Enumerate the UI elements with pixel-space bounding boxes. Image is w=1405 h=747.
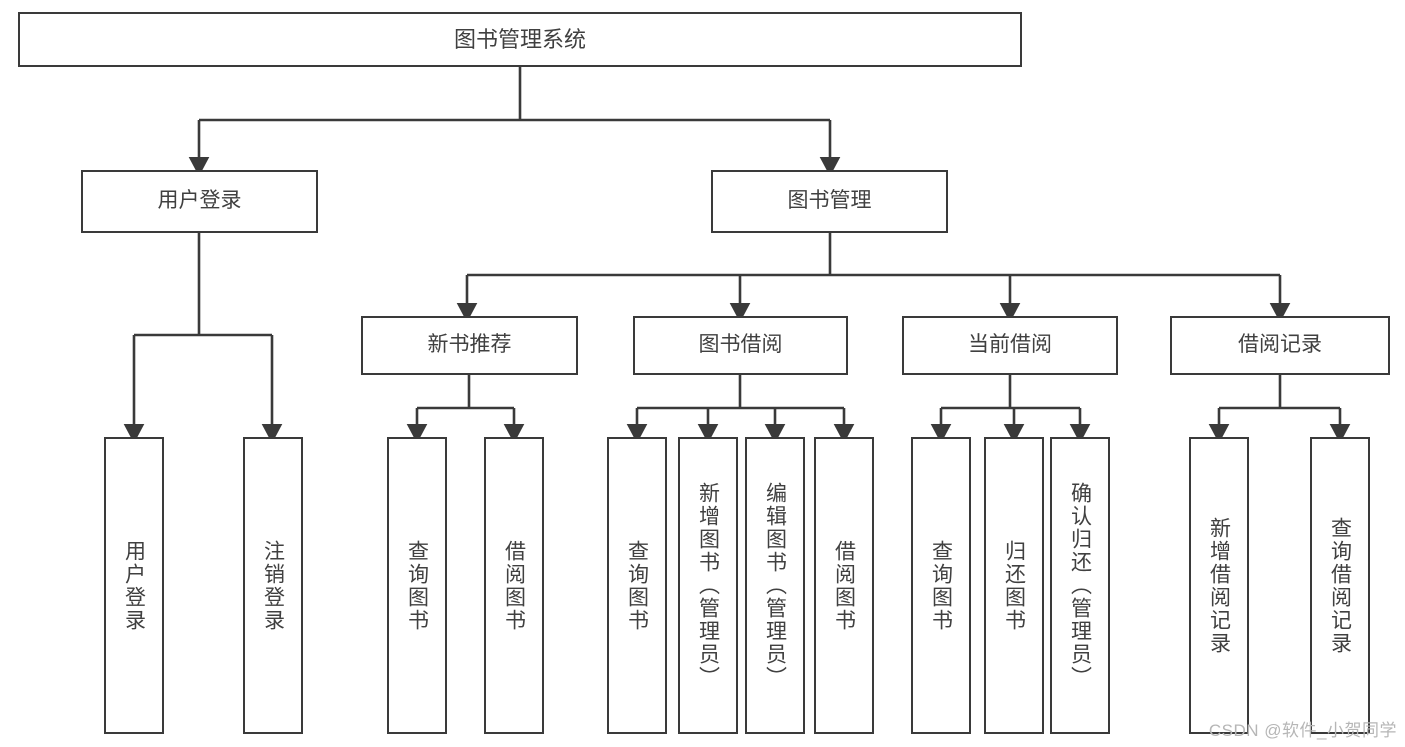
node-leaf-edit-book-label: 编辑图书（管理员）	[763, 482, 787, 689]
node-book-borrow[interactable]: 图书借阅	[633, 316, 848, 375]
node-leaf-edit-book[interactable]: 编辑图书（管理员）	[745, 437, 805, 734]
node-root-label: 图书管理系统	[453, 26, 586, 52]
node-leaf-query-book-3[interactable]: 查询图书	[911, 437, 971, 734]
node-leaf-borrow-book-1-label: 借阅图书	[502, 539, 526, 632]
node-leaf-user-logout[interactable]: 注销登录	[243, 437, 303, 734]
node-current-borrow-label: 当前借阅	[968, 333, 1052, 357]
node-book-management[interactable]: 图书管理	[711, 170, 948, 233]
node-leaf-add-borrow-record-label: 新增借阅记录	[1207, 516, 1231, 655]
node-book-borrow-label: 图书借阅	[698, 333, 783, 357]
node-leaf-return-book-label: 归还图书	[1002, 539, 1026, 632]
node-borrow-record[interactable]: 借阅记录	[1170, 316, 1390, 375]
node-leaf-borrow-book-1[interactable]: 借阅图书	[484, 437, 544, 734]
node-user-login-label: 用户登录	[157, 189, 242, 213]
node-leaf-query-book-1-label: 查询图书	[405, 539, 429, 632]
node-leaf-query-borrow-record[interactable]: 查询借阅记录	[1310, 437, 1370, 734]
node-new-book-recommend[interactable]: 新书推荐	[361, 316, 578, 375]
node-leaf-user-login[interactable]: 用户登录	[104, 437, 164, 734]
node-leaf-return-book[interactable]: 归还图书	[984, 437, 1044, 734]
node-leaf-user-login-label: 用户登录	[122, 539, 146, 632]
node-leaf-user-logout-label: 注销登录	[261, 539, 285, 632]
node-leaf-query-borrow-record-label: 查询借阅记录	[1328, 516, 1352, 655]
node-root[interactable]: 图书管理系统	[18, 12, 1022, 67]
node-leaf-query-book-2-label: 查询图书	[625, 539, 649, 632]
node-leaf-confirm-return-label: 确认归还（管理员）	[1068, 482, 1092, 689]
node-current-borrow[interactable]: 当前借阅	[902, 316, 1118, 375]
node-leaf-add-book[interactable]: 新增图书（管理员）	[678, 437, 738, 734]
node-leaf-borrow-book-2[interactable]: 借阅图书	[814, 437, 874, 734]
node-user-login[interactable]: 用户登录	[81, 170, 318, 233]
node-leaf-query-book-1[interactable]: 查询图书	[387, 437, 447, 734]
node-leaf-confirm-return[interactable]: 确认归还（管理员）	[1050, 437, 1110, 734]
node-borrow-record-label: 借阅记录	[1238, 333, 1322, 357]
node-book-management-label: 图书管理	[787, 189, 872, 213]
node-leaf-borrow-book-2-label: 借阅图书	[832, 539, 856, 632]
node-new-book-recommend-label: 新书推荐	[427, 333, 512, 357]
node-leaf-query-book-2[interactable]: 查询图书	[607, 437, 667, 734]
node-leaf-add-borrow-record[interactable]: 新增借阅记录	[1189, 437, 1249, 734]
node-leaf-query-book-3-label: 查询图书	[929, 539, 953, 632]
node-leaf-add-book-label: 新增图书（管理员）	[696, 482, 720, 689]
